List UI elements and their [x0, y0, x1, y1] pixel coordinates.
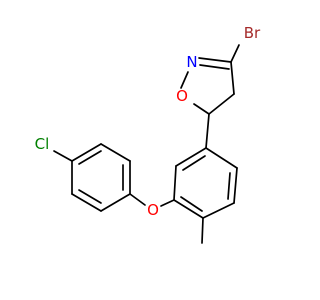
ring-nitrogen-label: N: [186, 53, 197, 71]
bond-ar1-ar2: [205, 147, 238, 169]
bond-n-o: [180, 71, 189, 89]
bond-methyl: [201, 217, 204, 244]
ether-oxygen-label: O: [147, 201, 159, 219]
molecule-structure: Br N O O Cl: [0, 0, 300, 300]
bond-ether-oxygen-phenyl: [129, 193, 146, 206]
bond-c3-n-double-inner: [199, 64, 230, 70]
bond-ar4-ar5-inner: [180, 196, 203, 212]
bond-ar2-ar3: [233, 167, 238, 204]
canvas-background: [0, 0, 300, 300]
bromine-label: Br: [244, 24, 261, 42]
bond-layer: [53, 44, 240, 244]
ring-oxygen-label: O: [176, 87, 188, 105]
bond-ph2-ph3: [100, 143, 131, 162]
bond-ar6-ar1: [175, 147, 207, 167]
bond-ph4-chlorine: [53, 150, 73, 162]
bond-ar4-ar5: [173, 199, 204, 219]
bond-ar6-ar1-inner: [182, 155, 206, 171]
bond-c5-aryl: [205, 113, 210, 149]
bond-c3-br: [230, 44, 240, 63]
bond-ph3-ph4: [71, 143, 102, 162]
bond-ph5-ph6-inner: [78, 189, 102, 204]
bond-ar2-ar3-inner: [227, 172, 231, 200]
atom-label-layer: Br N O O Cl: [35, 24, 261, 219]
bond-c3-n-double-outer: [198, 57, 232, 63]
bond-c3-c4: [230, 61, 235, 95]
bond-ar3-ar4: [202, 202, 235, 219]
chlorine-label: Cl: [35, 135, 50, 153]
bond-ph6-ph1: [100, 193, 131, 212]
bond-ar5-ether-oxygen: [160, 199, 175, 207]
bond-ar5-ar6: [173, 165, 177, 201]
bond-ph5-ph6: [71, 193, 102, 212]
bond-c5-o1: [193, 103, 210, 115]
bond-c4-c5: [208, 93, 235, 115]
bond-ph3-ph4-inner: [78, 150, 102, 165]
